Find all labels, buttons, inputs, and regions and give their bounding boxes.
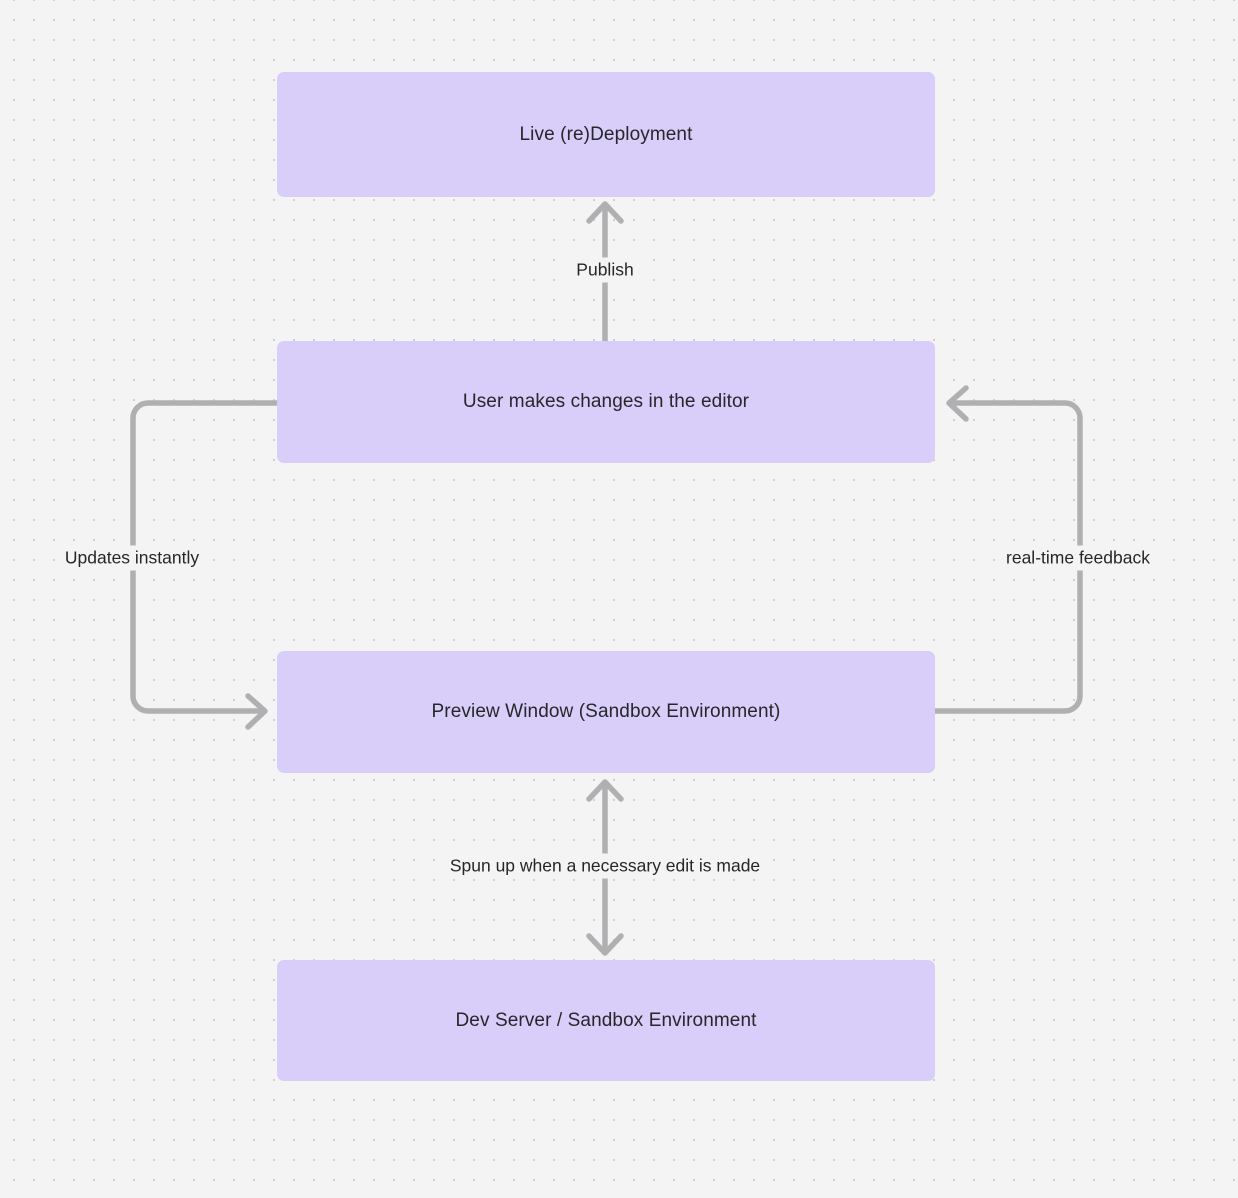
edge-label-publish: Publish — [571, 257, 639, 283]
edge-label-updates-instantly: Updates instantly — [59, 545, 205, 571]
edge-label-real-time-feedback: real-time feedback — [1001, 545, 1155, 571]
node-dev-server[interactable]: Dev Server / Sandbox Environment — [277, 960, 935, 1081]
node-user-edits[interactable]: User makes changes in the editor — [277, 341, 935, 463]
node-label-user-edits: User makes changes in the editor — [462, 391, 750, 413]
node-label-live-deployment: Live (re)Deployment — [519, 123, 693, 145]
node-live-deployment[interactable]: Live (re)Deployment — [277, 72, 935, 197]
edge-label-spun-up: Spun up when a necessary edit is made — [444, 853, 766, 879]
node-label-preview-window: Preview Window (Sandbox Environment) — [431, 701, 781, 723]
node-label-dev-server: Dev Server / Sandbox Environment — [455, 1009, 757, 1031]
node-preview-window[interactable]: Preview Window (Sandbox Environment) — [277, 651, 935, 773]
